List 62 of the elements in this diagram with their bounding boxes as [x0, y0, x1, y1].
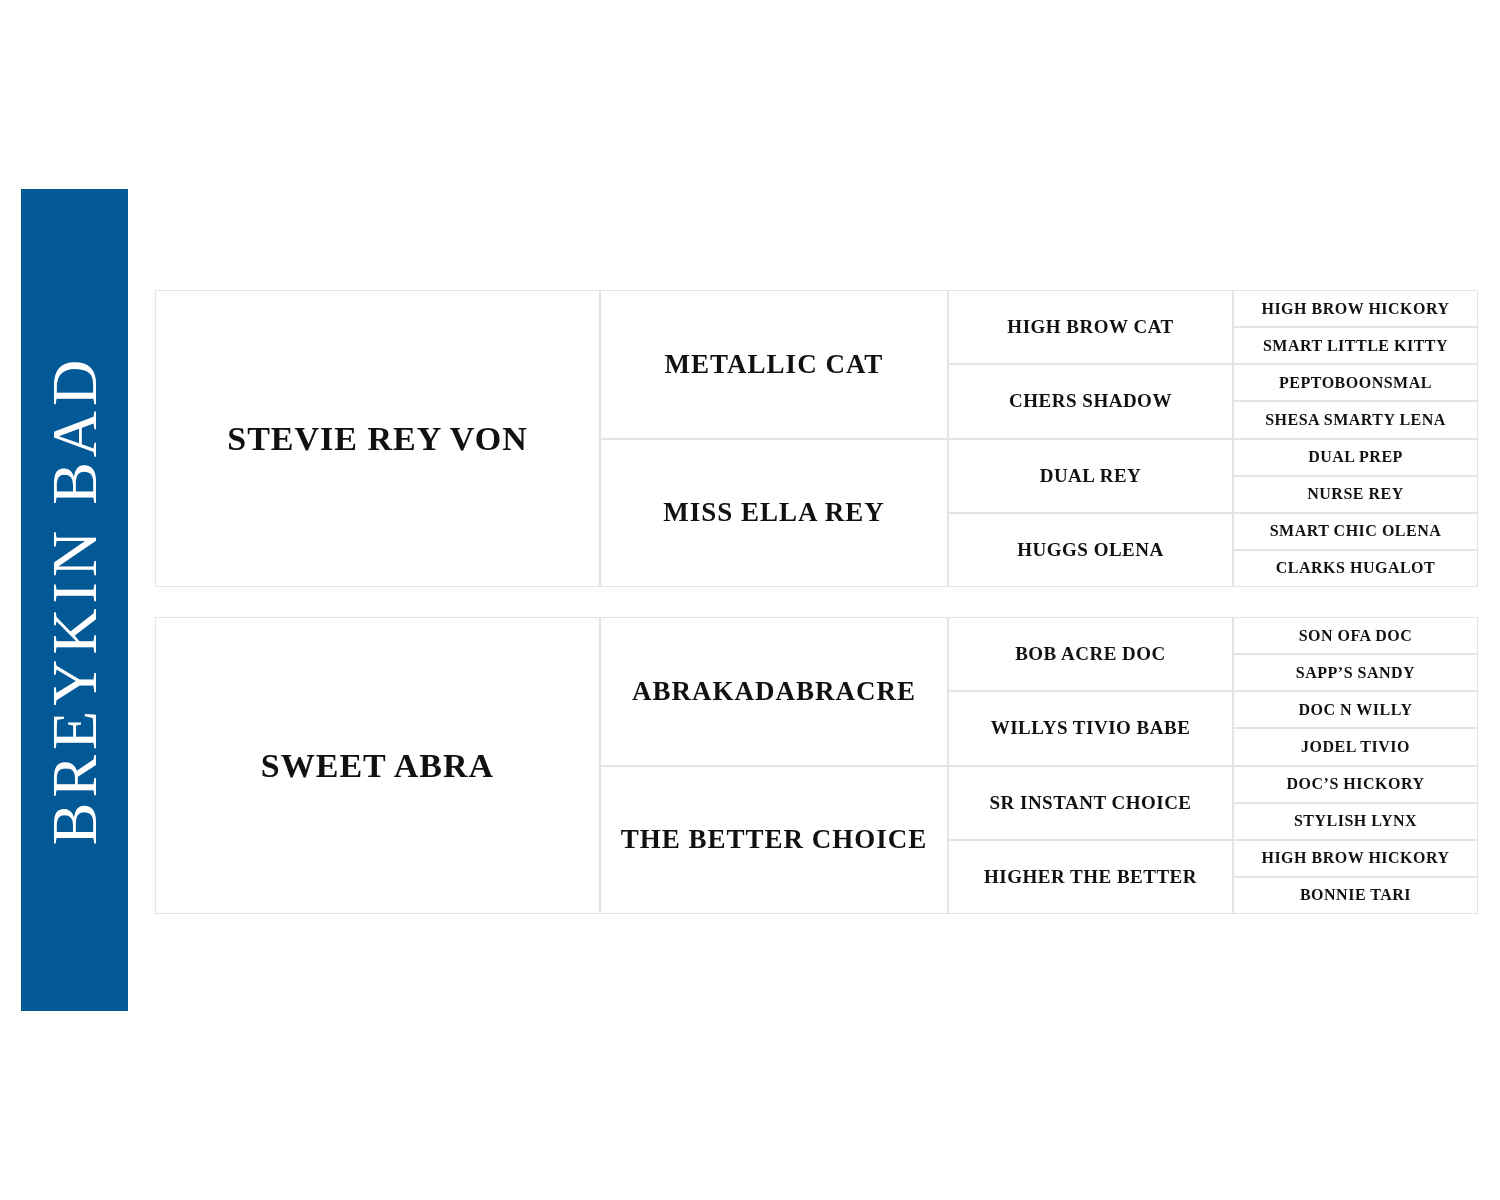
pedigree-cell — [948, 512, 1233, 587]
horse-name: BOB ACRE DOC — [1015, 643, 1166, 666]
pedigree-cell — [155, 617, 600, 914]
horse-name: HIGH BROW HICKORY — [1261, 849, 1450, 868]
pedigree-cell — [1233, 839, 1478, 877]
horse-name: BONNIE TARI — [1299, 886, 1412, 905]
horse-name: ABRAKADABRACRE — [632, 675, 916, 707]
pedigree-cell — [1233, 617, 1478, 655]
horse-name: SAPP’S SANDY — [1295, 663, 1416, 682]
pedigree-cell — [600, 765, 948, 914]
pedigree-cell — [1233, 765, 1478, 803]
pedigree-cell — [1233, 654, 1478, 692]
horse-name: METALLIC CAT — [664, 348, 884, 380]
horse-name: PEPTOBOONSMAL — [1279, 373, 1432, 392]
horse-name: CLARKS HUGALOT — [1275, 559, 1436, 578]
horse-name: DOC’S HICKORY — [1286, 775, 1425, 794]
horse-name: DUAL PREP — [1308, 448, 1403, 467]
pedigree-cell — [1233, 290, 1478, 328]
horse-name: STYLISH LYNX — [1293, 812, 1418, 831]
horse-name: SWEET ABRA — [260, 746, 495, 785]
horse-name: STEVIE REY VON — [227, 419, 528, 458]
pedigree-cell — [1233, 512, 1478, 550]
horse-name: SMART CHIC OLENA — [1269, 522, 1442, 541]
pedigree-cell — [1233, 802, 1478, 840]
horse-name: DOC N WILLY — [1298, 700, 1413, 719]
pedigree-cell — [1233, 876, 1478, 914]
pedigree-cell — [1233, 728, 1478, 766]
pedigree-cell — [600, 290, 948, 439]
pedigree-cell — [1233, 327, 1478, 365]
horse-name: HIGHER THE BETTER — [984, 865, 1197, 888]
pedigree-cell — [1233, 691, 1478, 729]
pedigree-cell — [948, 617, 1233, 692]
horse-name: NURSE REY — [1307, 485, 1404, 504]
horse-name: SMART LITTLE KITTY — [1262, 336, 1449, 355]
pedigree-cell — [600, 617, 948, 766]
pedigree-cell — [1233, 364, 1478, 402]
pedigree-cell — [948, 765, 1233, 840]
pedigree-cell — [948, 691, 1233, 766]
title-text: BREYKIN BAD — [37, 354, 111, 846]
pedigree-cell — [948, 839, 1233, 914]
pedigree-cell — [1233, 438, 1478, 476]
horse-name: DUAL REY — [1039, 464, 1142, 487]
horse-name: SR INSTANT CHOICE — [989, 791, 1192, 814]
pedigree-cell — [1233, 549, 1478, 587]
pedigree-cell — [1233, 401, 1478, 439]
horse-name: CHERS SHADOW — [1009, 390, 1172, 413]
horse-name: SHESA SMARTY LENA — [1265, 410, 1446, 429]
pedigree-cell — [155, 290, 600, 587]
horse-name: THE BETTER CHOICE — [620, 824, 928, 856]
horse-name: HUGGS OLENA — [1017, 538, 1164, 561]
horse-name: HIGH BROW HICKORY — [1261, 299, 1450, 318]
pedigree-cell — [948, 290, 1233, 365]
horse-name: JODEL TIVIO — [1301, 737, 1410, 756]
pedigree-cell — [1233, 475, 1478, 513]
horse-name: SON OFA DOC — [1298, 626, 1413, 645]
pedigree-cell — [948, 438, 1233, 513]
pedigree-cell — [600, 438, 948, 587]
horse-name: MISS ELLA REY — [663, 497, 885, 529]
horse-name: WILLYS TIVIO BABE — [990, 717, 1191, 740]
title-banner — [21, 189, 128, 1011]
horse-name: HIGH BROW CAT — [1007, 316, 1174, 339]
pedigree-cell — [948, 364, 1233, 439]
